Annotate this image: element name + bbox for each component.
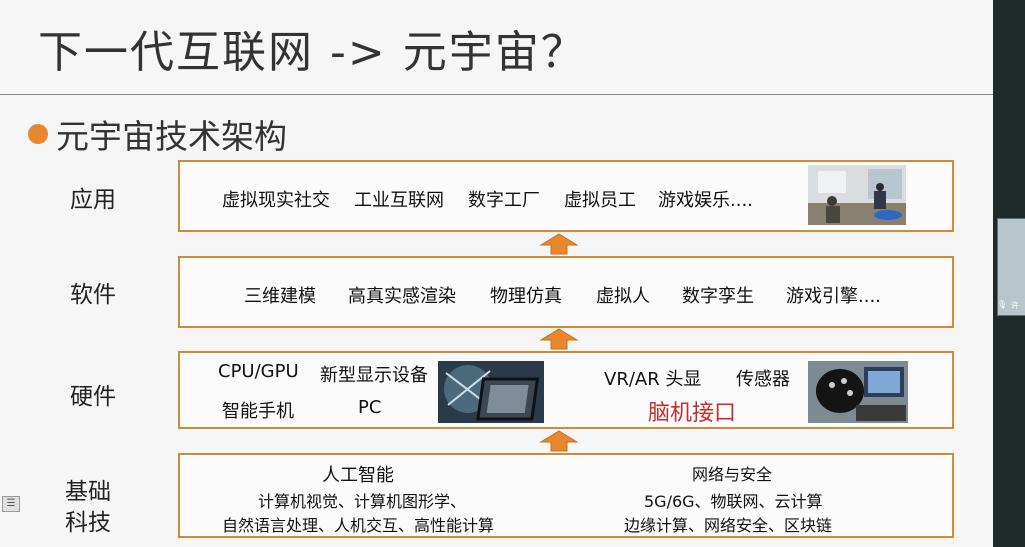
slide-subtitle: 元宇宙技术架构	[56, 117, 287, 156]
up-arrow-icon	[539, 233, 579, 259]
layer-label-software: 软件	[70, 282, 116, 308]
meeting-side-panel: 🎙 许	[993, 0, 1025, 547]
software-layer-box: 三维建模 高真实感渲染 物理仿真 虚拟人 数字孪生 游戏引擎....	[178, 256, 954, 328]
bci-highlight: 脑机接口	[648, 401, 737, 426]
layer-label-application: 应用	[70, 187, 116, 213]
network-line-2: 边缘计算、网络安全、区块链	[624, 516, 833, 535]
participant-name: 许	[1011, 301, 1019, 310]
ai-title: 人工智能	[322, 465, 394, 486]
vr-social-photo	[808, 165, 906, 225]
display-devices-photo	[438, 361, 544, 423]
bullet-dot	[28, 124, 48, 144]
layer-item: 虚拟现实社交	[222, 190, 330, 211]
layer-item: 三维建模	[244, 286, 316, 307]
network-title: 网络与安全	[692, 465, 773, 484]
ai-line-1: 计算机视觉、计算机图形学、	[258, 492, 467, 511]
layer-label-hardware: 硬件	[70, 384, 116, 410]
hardware-layer-box: CPU/GPU 新型显示设备 智能手机 PC VR/AR 头显 传感器 脑机接口	[178, 351, 954, 429]
chat-icon[interactable]: ☰	[2, 496, 20, 512]
layer-item: 物理仿真	[490, 286, 562, 307]
layer-item: 传感器	[736, 369, 790, 390]
layer-item: 虚拟员工	[564, 190, 636, 211]
mic-icon: 🎙	[997, 300, 1008, 309]
ai-line-2: 自然语言处理、人机交互、高性能计算	[222, 516, 495, 535]
layer-item: CPU/GPU	[218, 361, 299, 382]
bci-photo	[808, 361, 908, 423]
layer-item: 高真实感渲染	[348, 286, 456, 307]
application-layer-box: 虚拟现实社交 工业互联网 数字工厂 虚拟员工 游戏娱乐....	[178, 160, 954, 232]
network-line-1: 5G/6G、物联网、云计算	[644, 492, 823, 511]
title-divider	[0, 94, 993, 95]
slide-title: 下一代互联网 -> 元宇宙？	[38, 27, 587, 78]
layer-item: 游戏娱乐....	[658, 190, 753, 211]
layer-label-foundation-2: 科技	[65, 510, 111, 536]
up-arrow-icon	[539, 430, 579, 456]
participant-video-thumbnail[interactable]	[997, 218, 1025, 316]
layer-item: PC	[358, 397, 382, 418]
foundation-layer-box: 人工智能 计算机视觉、计算机图形学、 自然语言处理、人机交互、高性能计算 网络与…	[178, 453, 954, 538]
slide: 下一代互联网 -> 元宇宙？ 元宇宙技术架构 应用 软件 硬件 基础 科技 虚拟…	[0, 0, 993, 547]
up-arrow-icon	[539, 328, 579, 354]
layer-item: VR/AR 头显	[604, 369, 702, 390]
layer-item: 数字工厂	[468, 190, 540, 211]
layer-item: 智能手机	[222, 401, 294, 422]
layer-item: 新型显示设备	[320, 365, 428, 386]
layer-item: 数字孪生	[682, 286, 754, 307]
layer-item: 游戏引擎....	[786, 286, 881, 307]
layer-label-foundation-1: 基础	[65, 479, 111, 505]
layer-item: 工业互联网	[354, 190, 444, 211]
layer-item: 虚拟人	[596, 286, 650, 307]
